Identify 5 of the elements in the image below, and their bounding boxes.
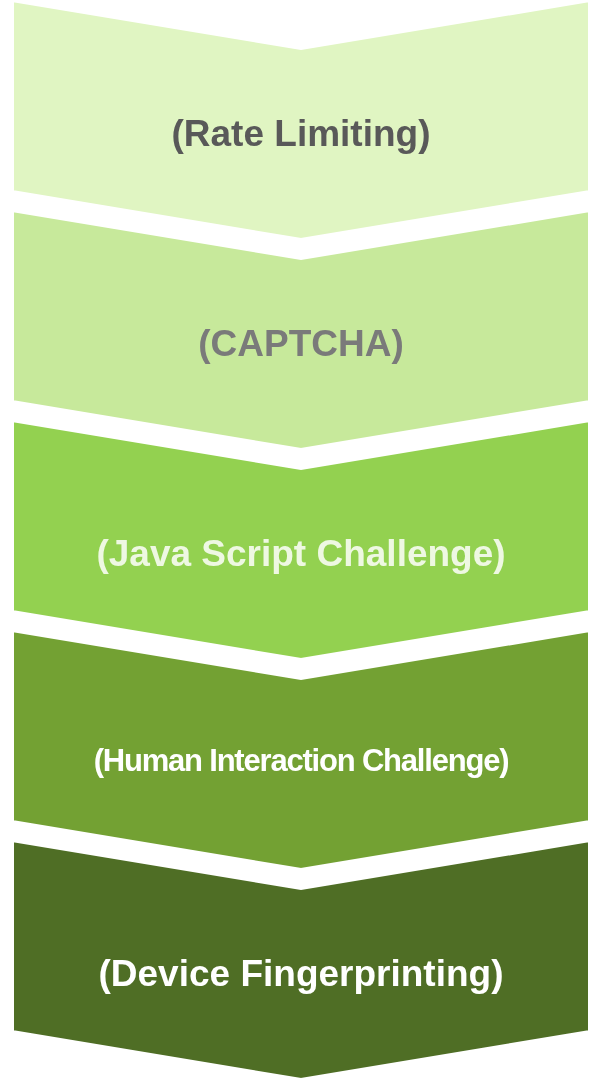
step-label: (Human Interaction Challenge): [93, 742, 509, 780]
step-label: (Java Script Challenge): [96, 532, 506, 576]
step-label: (Device Fingerprinting): [98, 952, 504, 996]
step-label: (CAPTCHA): [198, 322, 404, 366]
step-label: (Rate Limiting): [171, 112, 431, 156]
